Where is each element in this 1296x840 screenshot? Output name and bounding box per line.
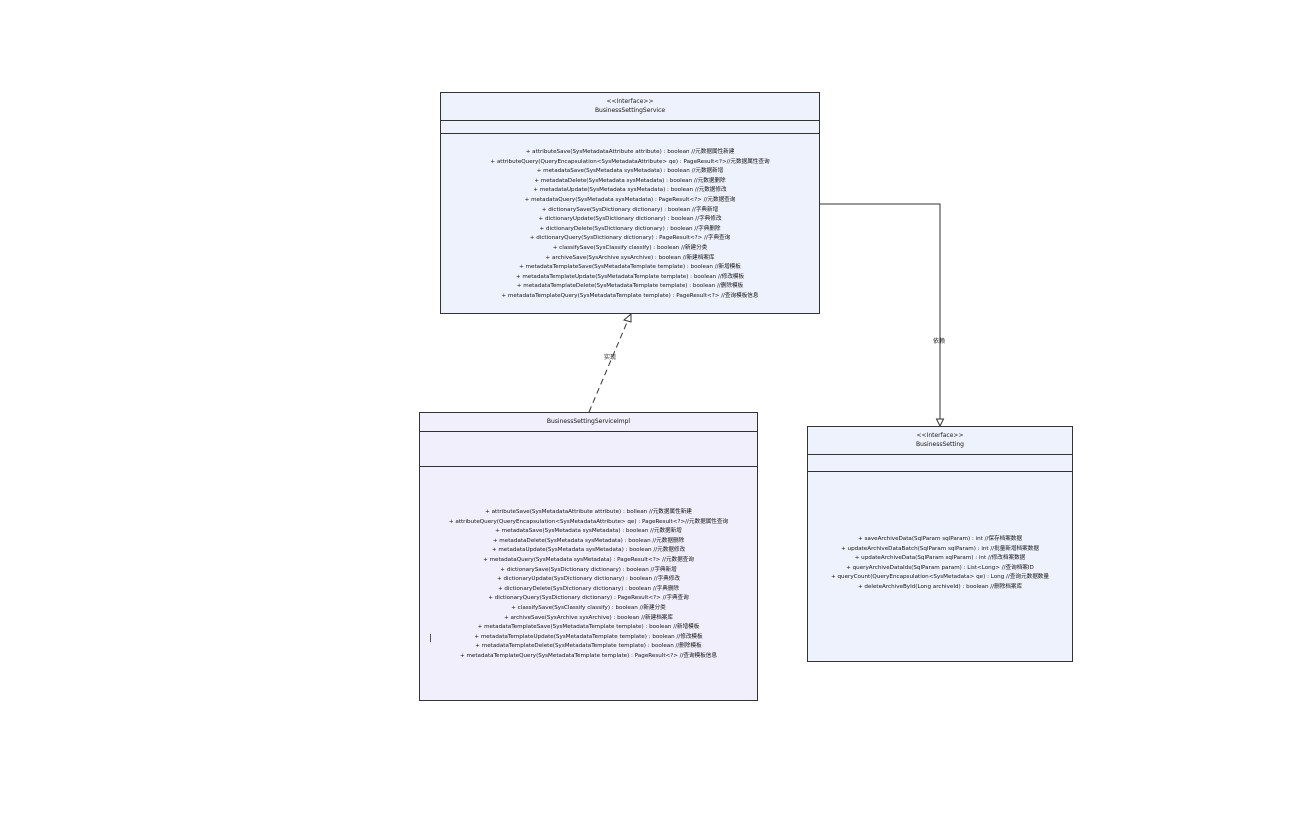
method-signature: + updateArchiveData(SqlParam sqlParam) :… [854, 555, 1026, 562]
method-signature: + classifySave(SysClassify classify) : b… [511, 604, 666, 611]
method-signature: + metadataTemplateUpdate(SysMetadataTemp… [515, 273, 745, 280]
method-signature: + metadataTemplateSave(SysMetadataTempla… [519, 264, 741, 271]
method-signature: + dictionaryQuery(SysDictionary dictiona… [488, 595, 689, 602]
methods-compartment: + attributeSave(SysMetadataAttribute att… [441, 134, 819, 302]
method-signature: + metadataQuery(SysMetadata sysMetadata)… [524, 196, 736, 203]
business-setting-service-box: <<Interface>> BusinessSettingService + a… [440, 92, 820, 314]
attributes-compartment [808, 455, 1072, 472]
class-name: BusinessSetting [916, 441, 964, 448]
methods-compartment: + attributeSave(SysMetadataAttribute att… [420, 467, 757, 662]
class-header: <<Interface>> BusinessSettingService [441, 93, 819, 121]
method-signature: + metadataSave(SysMetadata sysMetadata) … [495, 528, 682, 535]
method-signature: + updateArchiveDataBatch(SqlParam sqlPar… [841, 545, 1039, 552]
method-signature: + metadataSave(SysMetadata sysMetadata) … [536, 168, 724, 175]
attributes-compartment [441, 121, 819, 134]
method-signature: + metadataTemplateQuery(SysMetadataTempl… [460, 652, 717, 659]
class-header: <<Interface>> BusinessSetting [808, 427, 1072, 455]
methods-compartment: + saveArchiveData(SqlParam sqlParam) : i… [808, 472, 1072, 593]
method-signature: + attributeSave(SysMetadataAttribute att… [525, 149, 735, 155]
method-signature: + metadataTemplateSave(SysMetadataTempla… [477, 624, 700, 631]
method-signature: + metadataDelete(SysMetadata sysMetadata… [534, 177, 726, 184]
method-signature: + attributeQuery(QueryEncapsulation<SysM… [448, 518, 729, 525]
method-signature: + dictionaryDelete(SysDictionary diction… [497, 585, 680, 592]
dependency-label: 依赖 [933, 338, 946, 345]
stereotype-label: <<Interface>> [916, 432, 964, 439]
method-signature: + attributeQuery(QueryEncapsulation<SysM… [490, 158, 770, 165]
dependency-arrowhead [935, 418, 945, 428]
business-setting-box: <<Interface>> BusinessSetting + saveArch… [807, 426, 1073, 662]
text-cursor-mark [430, 634, 431, 642]
method-signature: + archiveSave(SysArchive sysArchive) : b… [545, 254, 715, 261]
method-signature: + queryArchiveDataIds(SqlParam param) : … [846, 564, 1034, 571]
method-signature: + metadataTemplateQuery(SysMetadataTempl… [501, 292, 759, 299]
method-signature: + archiveSave(SysArchive sysArchive) : b… [504, 614, 673, 621]
method-signature: + metadataTemplateUpdate(SysMetadataTemp… [474, 633, 703, 640]
method-signature: + dictionaryUpdate(SysDictionary diction… [538, 216, 722, 223]
class-name: BusinessSettingServiceImpl [546, 418, 631, 425]
method-signature: + metadataDelete(SysMetadata sysMetadata… [492, 537, 685, 544]
method-signature: + saveArchiveData(SqlParam sqlParam) : i… [858, 536, 1022, 542]
realization-arrowhead [622, 312, 632, 323]
method-signature: + metadataQuery(SysMetadata sysMetadata)… [483, 556, 694, 563]
method-signature: + deleteArchiveById(Long archiveId) : bo… [857, 583, 1023, 590]
dependency-edge [820, 203, 941, 419]
realization-edge [588, 319, 629, 413]
method-signature: + dictionaryQuery(SysDictionary dictiona… [529, 235, 731, 242]
method-signature: + metadataUpdate(SysMetadata sysMetadata… [533, 187, 727, 194]
method-signature: + dictionaryDelete(SysDictionary diction… [539, 225, 721, 232]
realization-label: 实现 [604, 354, 617, 361]
method-signature: + metadataUpdate(SysMetadata sysMetadata… [491, 547, 686, 554]
method-signature: + dictionaryUpdate(SysDictionary diction… [497, 576, 680, 583]
business-setting-service-impl-box: BusinessSettingServiceImpl + attributeSa… [419, 412, 758, 701]
method-signature: + attributeSave(SysMetadataAttribute att… [485, 509, 692, 515]
method-signature: + dictionarySave(SysDictionary dictionar… [500, 566, 677, 573]
method-signature: + metadataTemplateDelete(SysMetadataTemp… [475, 643, 702, 650]
class-header: BusinessSettingServiceImpl [420, 413, 757, 432]
class-name: BusinessSettingService [594, 107, 666, 114]
method-signature: + metadataTemplateDelete(SysMetadataTemp… [516, 283, 744, 290]
method-signature: + dictionarySave(SysDictionary dictionar… [541, 206, 719, 213]
stereotype-label: <<Interface>> [606, 98, 654, 105]
method-signature: + classifySave(SysClassify classify) : b… [552, 244, 708, 251]
method-signature: + queryCount(QueryEncapsulation<SysMetad… [831, 574, 1049, 581]
attributes-compartment [420, 432, 757, 467]
